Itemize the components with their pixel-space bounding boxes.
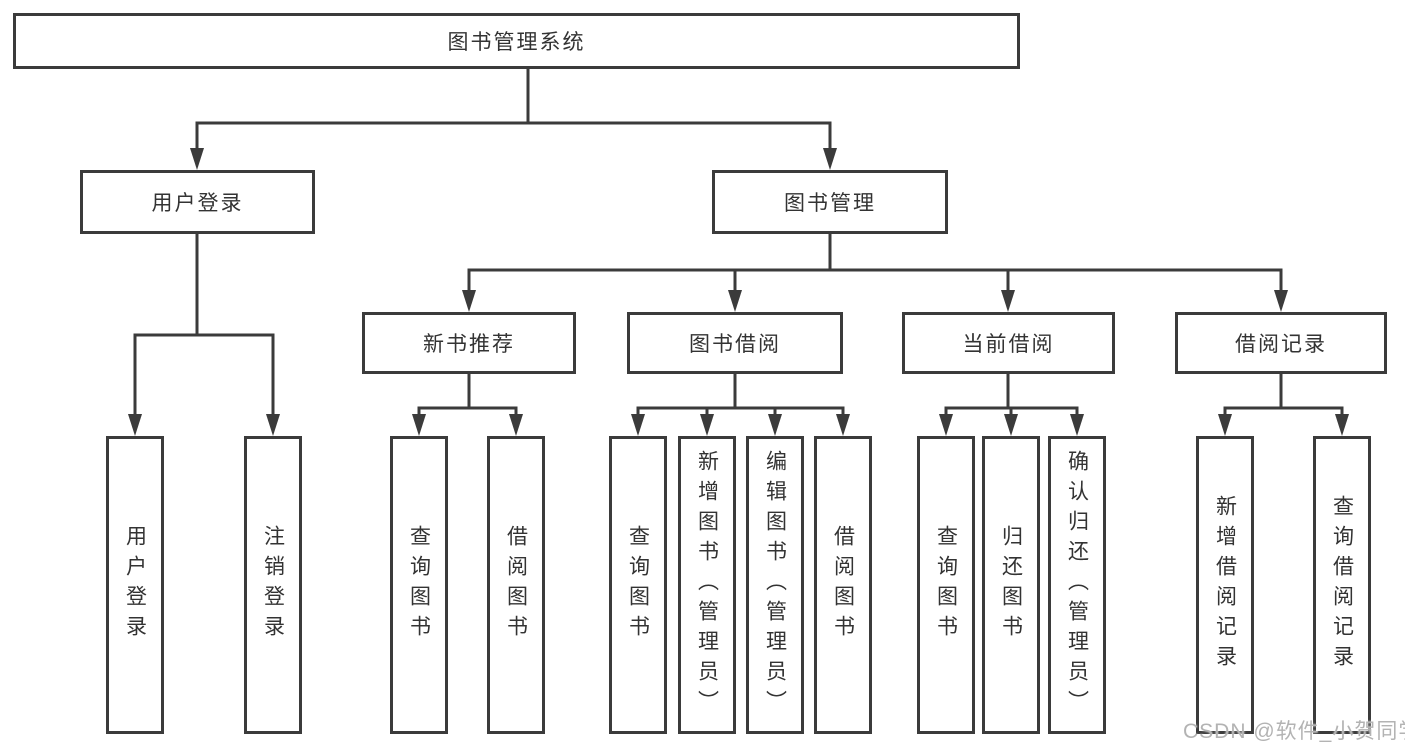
edge-book-mgmt-to-level3 — [462, 232, 1288, 312]
arrow-down-icon — [631, 414, 645, 436]
arrow-down-icon — [1001, 290, 1015, 312]
node-user-login: 用户登录 — [80, 170, 315, 234]
arrow-down-icon — [700, 414, 714, 436]
arrow-down-icon — [509, 414, 523, 436]
arrow-down-icon — [728, 290, 742, 312]
node-leaf-logout: 注销登录 — [244, 436, 302, 734]
node-leaf-edit-book: 编辑图书（管理员） — [746, 436, 804, 734]
arrow-down-icon — [462, 290, 476, 312]
edge-user-login-to-leaves — [128, 232, 280, 436]
arrow-down-icon — [1004, 414, 1018, 436]
watermark: CSDN @软件_小贺同学 — [1183, 720, 1405, 743]
arrow-down-icon — [266, 414, 280, 436]
node-leaf-query-book-2: 查询图书 — [609, 436, 667, 734]
arrow-down-icon — [1274, 290, 1288, 312]
node-leaf-query-book-1: 查询图书 — [390, 436, 448, 734]
arrow-down-icon — [1218, 414, 1232, 436]
edge-current-borrow-to-leaves — [939, 372, 1084, 436]
node-leaf-borrow-book-1: 借阅图书 — [487, 436, 545, 734]
node-leaf-add-book: 新增图书（管理员） — [678, 436, 736, 734]
node-leaf-return-book: 归还图书 — [982, 436, 1040, 734]
node-book-mgmt: 图书管理 — [712, 170, 948, 234]
arrow-down-icon — [190, 148, 204, 170]
arrow-down-icon — [1070, 414, 1084, 436]
node-leaf-query-book-3: 查询图书 — [917, 436, 975, 734]
arrow-down-icon — [768, 414, 782, 436]
node-root: 图书管理系统 — [13, 13, 1020, 69]
arrow-down-icon — [128, 414, 142, 436]
arrow-down-icon — [939, 414, 953, 436]
edge-root-to-level2 — [190, 67, 837, 170]
node-book-borrow: 图书借阅 — [627, 312, 843, 374]
edge-new-book-rec-to-leaves — [412, 372, 523, 436]
edge-book-borrow-to-leaves — [631, 372, 850, 436]
node-leaf-user-login: 用户登录 — [106, 436, 164, 734]
edge-borrow-record-to-leaves — [1218, 372, 1349, 436]
arrow-down-icon — [412, 414, 426, 436]
node-leaf-confirm-return: 确认归还（管理员） — [1048, 436, 1106, 734]
node-new-book-rec: 新书推荐 — [362, 312, 576, 374]
node-current-borrow: 当前借阅 — [902, 312, 1115, 374]
node-borrow-record: 借阅记录 — [1175, 312, 1387, 374]
node-leaf-borrow-book-2: 借阅图书 — [814, 436, 872, 734]
arrow-down-icon — [836, 414, 850, 436]
node-leaf-query-record: 查询借阅记录 — [1313, 436, 1371, 734]
node-leaf-add-record: 新增借阅记录 — [1196, 436, 1254, 734]
arrow-down-icon — [823, 148, 837, 170]
arrow-down-icon — [1335, 414, 1349, 436]
